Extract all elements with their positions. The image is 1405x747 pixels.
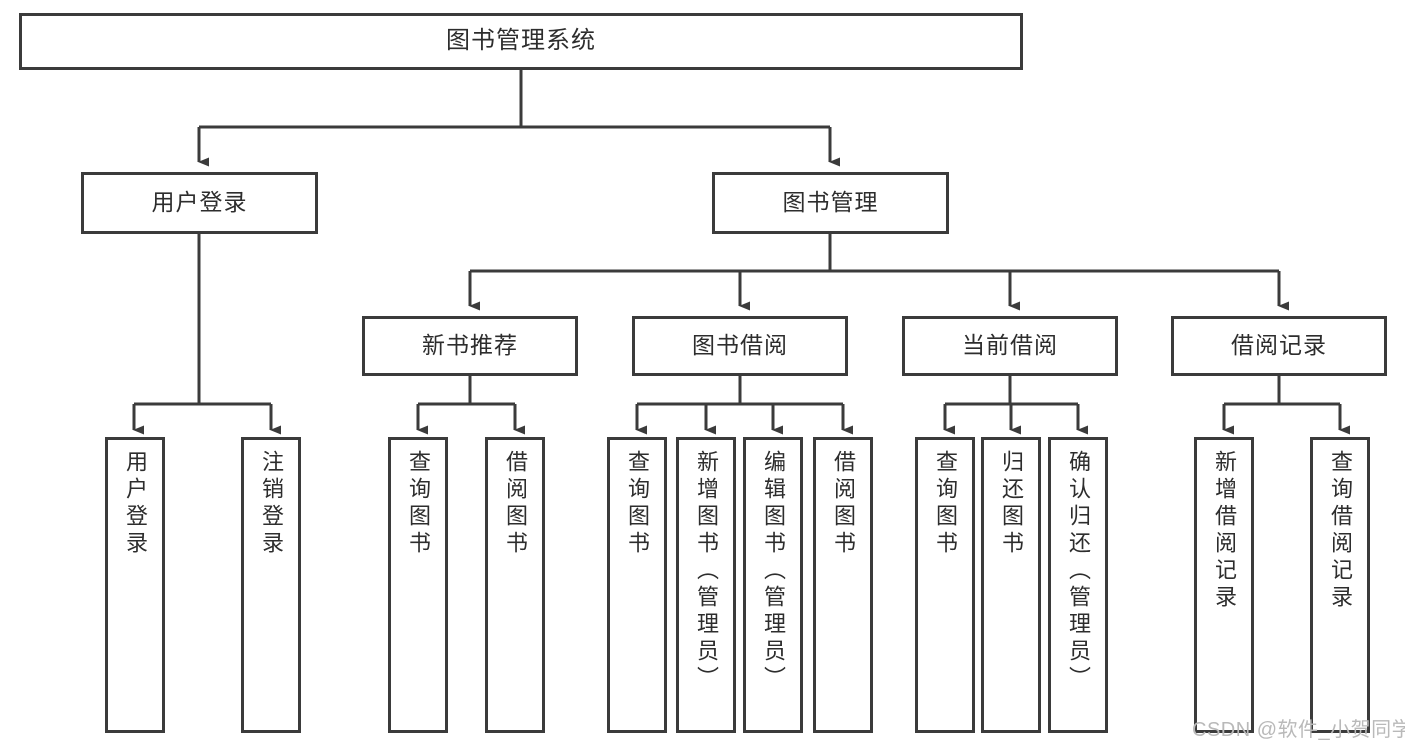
- node-label: 当前借阅: [962, 332, 1058, 359]
- node-label: 图书管理: [782, 189, 879, 216]
- leaf-user-login-login[interactable]: 用户登录: [105, 437, 165, 733]
- node-user-login[interactable]: 用户登录: [81, 172, 318, 234]
- node-label: 确认归还（管理员）: [1066, 450, 1091, 693]
- node-label: 用户登录: [151, 189, 248, 216]
- leaf-new-book-query[interactable]: 查询图书: [388, 437, 448, 733]
- leaf-current-borrow-return[interactable]: 归还图书: [981, 437, 1041, 733]
- node-label: 查询借阅记录: [1328, 450, 1353, 612]
- node-label: 用户登录: [123, 450, 148, 558]
- leaf-book-borrow-borrow[interactable]: 借阅图书: [813, 437, 873, 733]
- node-label: 借阅图书: [503, 450, 528, 558]
- node-label: 查询图书: [625, 450, 650, 558]
- node-new-book-recommend[interactable]: 新书推荐: [362, 316, 578, 376]
- leaf-current-borrow-confirm[interactable]: 确认归还（管理员）: [1048, 437, 1108, 733]
- node-label: 借阅图书: [831, 450, 856, 558]
- leaf-book-borrow-query[interactable]: 查询图书: [607, 437, 667, 733]
- leaf-new-book-borrow[interactable]: 借阅图书: [485, 437, 545, 733]
- leaf-borrow-record-query[interactable]: 查询借阅记录: [1310, 437, 1370, 733]
- node-label: 归还图书: [999, 450, 1024, 558]
- node-label: 新书推荐: [422, 332, 518, 359]
- node-label: 查询图书: [933, 450, 958, 558]
- node-book-management[interactable]: 图书管理: [712, 172, 949, 234]
- node-root-system[interactable]: 图书管理系统: [19, 13, 1023, 70]
- node-borrow-record[interactable]: 借阅记录: [1171, 316, 1387, 376]
- node-label: 编辑图书（管理员）: [761, 450, 786, 693]
- leaf-current-borrow-query[interactable]: 查询图书: [915, 437, 975, 733]
- node-label: 图书借阅: [692, 332, 788, 359]
- node-current-borrow[interactable]: 当前借阅: [902, 316, 1118, 376]
- node-label: 注销登录: [259, 450, 284, 558]
- leaf-book-borrow-edit[interactable]: 编辑图书（管理员）: [743, 437, 803, 733]
- node-label: 新增借阅记录: [1212, 450, 1237, 612]
- node-label: 借阅记录: [1231, 332, 1327, 359]
- watermark-text: CSDN @软件_小贺同学: [1192, 719, 1405, 741]
- node-label: 查询图书: [406, 450, 431, 558]
- node-label: 图书管理系统: [446, 27, 596, 55]
- leaf-book-borrow-add[interactable]: 新增图书（管理员）: [676, 437, 736, 733]
- leaf-borrow-record-add[interactable]: 新增借阅记录: [1194, 437, 1254, 733]
- leaf-user-login-logout[interactable]: 注销登录: [241, 437, 301, 733]
- node-label: 新增图书（管理员）: [694, 450, 719, 693]
- node-book-borrow[interactable]: 图书借阅: [632, 316, 848, 376]
